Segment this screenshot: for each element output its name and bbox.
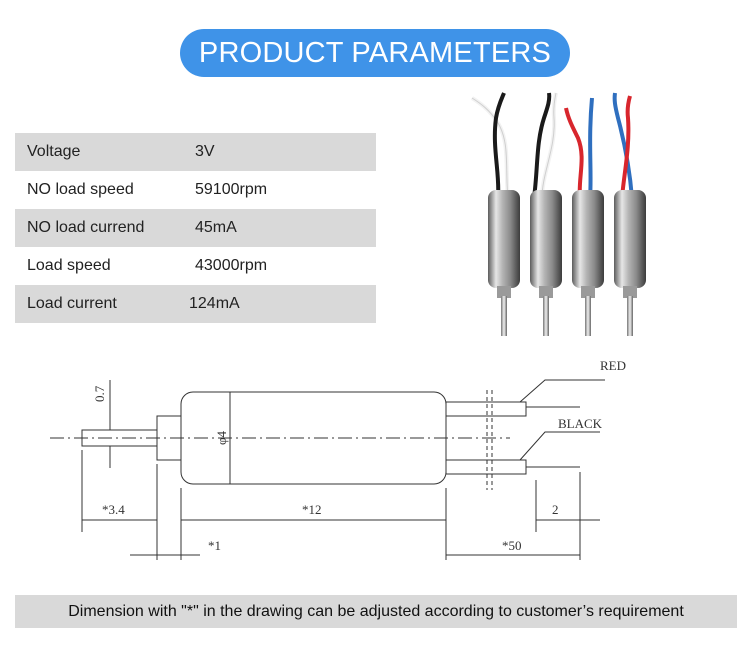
parameters-table: Voltage 3V NO load speed 59100rpm NO loa… — [15, 133, 376, 323]
param-row-load-current: Load current 124mA — [15, 285, 376, 323]
wire-label-red: RED — [600, 358, 626, 373]
page-title: PRODUCT PARAMETERS — [180, 29, 570, 77]
param-label: Voltage — [27, 143, 81, 160]
dim-collar-length: *1 — [208, 538, 221, 553]
dim-wire-length: *50 — [502, 538, 522, 553]
param-label: NO load speed — [27, 181, 134, 198]
motor-product-photo — [470, 92, 646, 336]
dim-end-length: 2 — [552, 502, 559, 517]
param-row-no-load-speed: NO load speed 59100rpm — [15, 171, 376, 209]
dim-shaft-length: *3.4 — [102, 502, 125, 517]
dim-body-length: *12 — [302, 502, 322, 517]
param-value: 124mA — [189, 295, 240, 312]
param-row-voltage: Voltage 3V — [15, 133, 376, 171]
param-label: Load current — [27, 295, 117, 312]
footer-note: Dimension with "*" in the drawing can be… — [15, 595, 737, 628]
dimension-drawing: RED BLACK 0.7 φ4 *3.4 *12 2 *1 *50 — [50, 358, 626, 560]
param-label: NO load currend — [27, 219, 145, 236]
param-label: Load speed — [27, 257, 111, 274]
dim-shaft-diameter: 0.7 — [92, 385, 107, 402]
param-value: 3V — [195, 143, 215, 160]
param-row-load-speed: Load speed 43000rpm — [15, 247, 376, 285]
wire-label-black: BLACK — [558, 416, 603, 431]
dim-body-diameter: φ4 — [214, 430, 229, 445]
param-value: 43000rpm — [195, 257, 268, 274]
param-value: 45mA — [195, 219, 237, 236]
param-value: 59100rpm — [195, 181, 268, 198]
param-row-no-load-current: NO load currend 45mA — [15, 209, 376, 247]
